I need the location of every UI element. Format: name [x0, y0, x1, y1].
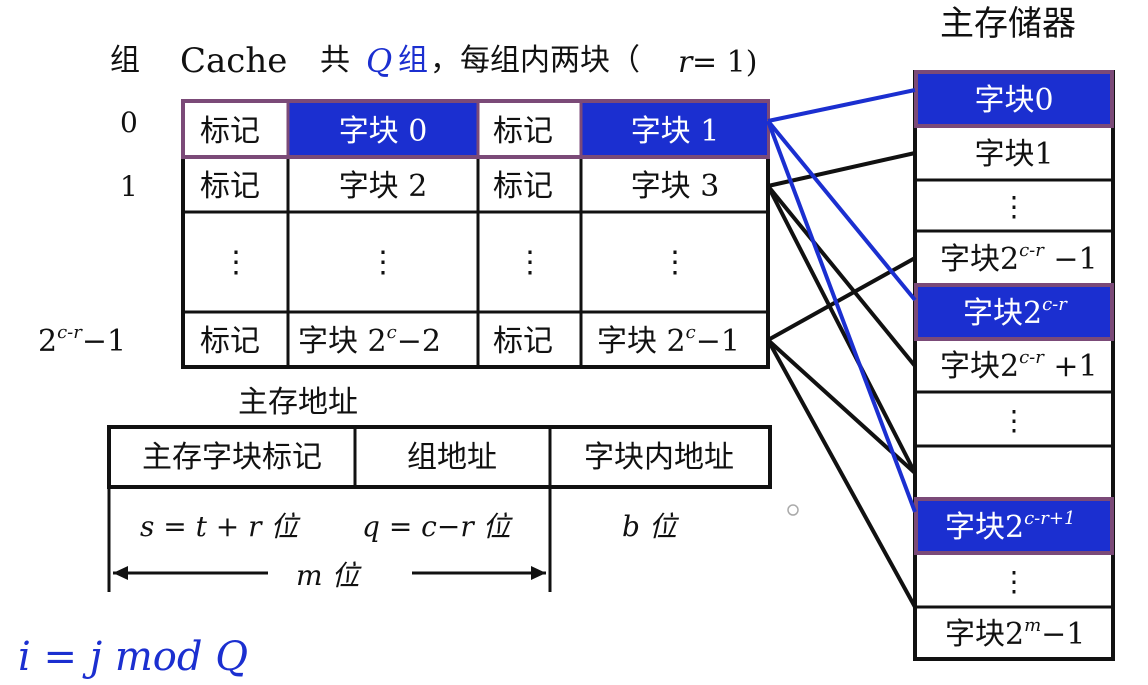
address-width-tag: s = t + r 位 [140, 510, 301, 543]
cache-block-last-0: 字块 2c−2 [298, 322, 441, 359]
map-line-row1-memgap [766, 185, 917, 474]
map-line-row0-mem2cr [766, 119, 917, 302]
memory-ellipsis-3: ⋮ [1000, 565, 1028, 598]
cache-ellipsis-3: ⋮ [660, 245, 690, 280]
cache-tag-0-1: 标记 [493, 114, 553, 149]
address-format-box [107, 425, 772, 592]
memory-ellipsis-1: ⋮ [1000, 190, 1028, 223]
cache-tag-1-1: 标记 [493, 169, 553, 204]
group-index-last: 2c-r−1 [38, 322, 126, 359]
cache-block-1-0: 字块 2 [339, 169, 428, 204]
memory-block-2cr-minus-1: 字块2c-r −1 [940, 240, 1098, 277]
map-line-row1-mem2cr1 [766, 184, 917, 368]
header-desc-r: r [678, 45, 694, 80]
cache-block-0-1: 字块 1 [631, 114, 720, 149]
cache-block-1-1: 字块 3 [631, 169, 720, 204]
address-total-width: m 位 [296, 559, 362, 592]
cache-tag-1-0: 标记 [200, 169, 260, 204]
address-width-group: q = c−r 位 [362, 510, 514, 543]
header-desc-suffix: ，每组内两块（ [430, 43, 640, 78]
map-line-last-memlast [766, 339, 917, 608]
memory-block-2cr-plus-1: 字块2c-r +1 [940, 347, 1098, 384]
cache-table [181, 99, 770, 369]
address-field-offset: 字块内地址 [584, 440, 734, 475]
address-width-offset: b 位 [622, 510, 680, 543]
memory-block-2cr1: 字块2c-r+1 [945, 508, 1075, 545]
address-field-tag: 主存字块标记 [142, 440, 322, 475]
cache-block-last-1: 字块 2c−1 [597, 322, 740, 359]
cache-tag-last-1: 标记 [493, 324, 553, 359]
mapping-formula: i = j mod Q [18, 634, 248, 680]
memory-block-1: 字块1 [974, 137, 1053, 172]
header-desc-q: Q [366, 42, 392, 80]
memory-block-last: 字块2m−1 [945, 615, 1085, 652]
header-desc-eq: = 1) [692, 45, 757, 80]
memory-column [913, 70, 1115, 661]
cache-tag-last-0: 标记 [200, 324, 260, 359]
cache-block-0-0: 字块 0 [339, 114, 428, 149]
memory-block-2cr: 字块2c-r [963, 294, 1068, 331]
address-field-group: 组地址 [407, 440, 497, 475]
cache-tag-0-0: 标记 [200, 114, 260, 149]
cache-ellipsis-2: ⋮ [515, 245, 545, 280]
map-line-row0-mem2cr1 [766, 120, 917, 513]
mapping-lines [766, 88, 917, 608]
header-desc-prefix: 共 [320, 43, 350, 78]
header-desc-group: 组 [398, 43, 428, 78]
memory-block-0: 字块0 [974, 83, 1053, 118]
group-index-0: 0 [120, 106, 138, 139]
cache-ellipsis-1: ⋮ [368, 245, 398, 280]
address-title: 主存地址 [238, 385, 358, 420]
decorative-dot [787, 504, 799, 516]
group-index-1: 1 [120, 170, 138, 203]
cache-ellipsis-0: ⋮ [221, 245, 251, 280]
map-line-row0-mem0 [767, 88, 916, 123]
group-column-label: 组 [110, 43, 140, 78]
cache-label: Cache [180, 41, 287, 81]
memory-ellipsis-2: ⋮ [1000, 404, 1028, 437]
memory-title: 主存储器 [940, 4, 1076, 44]
